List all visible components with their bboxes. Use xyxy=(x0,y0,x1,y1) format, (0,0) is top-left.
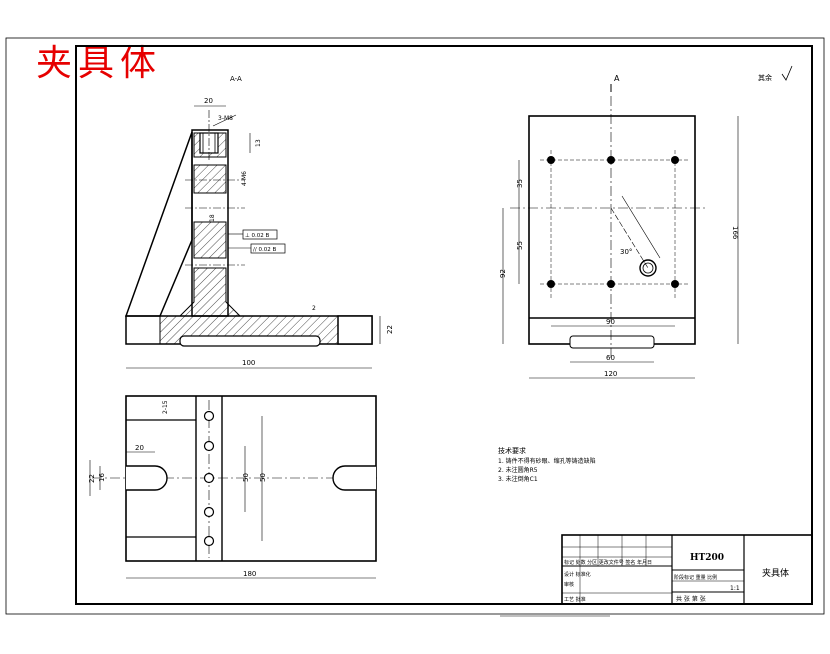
section-view-a-a: A-A 20 3-M8 13 4-M6 18 ⊥ 0.02 B xyxy=(124,75,394,369)
support-rib xyxy=(124,131,193,317)
side-hole-1 xyxy=(547,156,555,164)
side-hole-2 xyxy=(607,156,615,164)
tb-stage-row: 阶段标记 重量 比例 xyxy=(674,574,717,581)
wall-hatch-mid2 xyxy=(193,221,227,259)
dim-holes-m6: 4-M6 xyxy=(241,171,248,186)
top-hole-3 xyxy=(203,472,215,484)
tolerance-box-1 xyxy=(242,229,278,240)
section-label: A-A xyxy=(230,75,242,83)
tb-scale: 1:1 xyxy=(730,585,740,592)
roughness-symbol xyxy=(781,65,793,81)
tech-req-item-3: 3. 未注倒角C1 xyxy=(498,475,538,483)
side-hole-6 xyxy=(671,280,679,288)
side-outline xyxy=(528,115,696,345)
dim-depth: 13 xyxy=(255,139,262,147)
dim-55: 55 xyxy=(516,241,524,250)
dim-35: 35 xyxy=(516,179,524,188)
outer-sheet-border xyxy=(5,37,825,615)
tolerance-box-2 xyxy=(250,243,286,254)
dim-50b: 50 xyxy=(259,473,267,482)
tb-process-row: 工艺 批准 xyxy=(564,596,586,603)
top-hole-4 xyxy=(203,506,215,518)
dim-thread-top: 3-M8 xyxy=(218,115,233,122)
dim-120: 120 xyxy=(604,370,617,378)
left-u-slot xyxy=(126,465,168,491)
roughness-note: 其余 xyxy=(758,73,772,82)
tb-approve-row: 审核 xyxy=(564,581,574,588)
top-hole-1 xyxy=(203,410,215,422)
top-hole-5 xyxy=(203,535,215,547)
wall-hatch-mid1 xyxy=(193,164,227,194)
tolerance-text-2: // 0.02 B xyxy=(253,247,276,253)
tech-req-item-1: 1. 铸件不得有砂眼、缩孔等铸造缺陷 xyxy=(498,457,596,465)
top-view: 50 50 180 20 16 22 2-15 xyxy=(88,395,380,579)
title-block: 标记 处数 分区 更改文件号 签名 年月日 设计 标准化 审核 工艺 批准 HT… xyxy=(561,534,813,605)
side-view: A 30° 35 55 92 166 90 60 xyxy=(499,65,793,379)
dim-180: 180 xyxy=(243,570,256,578)
drawing-title: 夹具体 xyxy=(36,43,163,84)
technical-requirements: 技术要求 1. 铸件不得有砂眼、缩孔等铸造缺陷 2. 未注圆角R5 3. 未注倒… xyxy=(498,446,596,483)
side-hole-4 xyxy=(547,280,555,288)
dim-92: 92 xyxy=(499,269,507,278)
dim-top-width: 20 xyxy=(204,97,213,105)
dim-base-length: 100 xyxy=(242,359,255,367)
dim-angle: 30° xyxy=(620,248,632,256)
dim-bore: 18 xyxy=(209,214,216,222)
inner-drawing-frame xyxy=(75,45,813,605)
tb-part-name: 夹具体 xyxy=(762,567,789,579)
tolerance-text-1: ⊥ 0.02 B xyxy=(245,233,270,239)
tb-material: HT200 xyxy=(690,553,724,563)
dim-2-15: 2-15 xyxy=(162,400,169,414)
dim-90: 90 xyxy=(606,318,615,326)
base-right-step xyxy=(337,315,373,345)
tech-req-heading: 技术要求 xyxy=(498,446,526,455)
dim-20b: 20 xyxy=(135,444,144,452)
side-angled-bore xyxy=(639,259,657,277)
side-slot xyxy=(569,335,655,349)
dim-166: 166 xyxy=(731,226,739,240)
dim-50a: 50 xyxy=(242,473,250,482)
dim-chamfer: 2 xyxy=(312,305,316,312)
side-hole-5 xyxy=(607,280,615,288)
dim-22b: 22 xyxy=(88,474,96,483)
tb-sheet-row: 共 张 第 张 xyxy=(676,595,706,603)
dim-60: 60 xyxy=(606,354,615,362)
base-slot xyxy=(179,335,321,347)
wall-hatch-bottom xyxy=(178,267,242,317)
tech-req-item-2: 2. 未注圆角R5 xyxy=(498,466,538,474)
dim-base-thickness: 22 xyxy=(386,325,394,334)
side-hole-3 xyxy=(671,156,679,164)
right-u-slot xyxy=(332,465,376,491)
top-hole-2 xyxy=(203,440,215,452)
view-arrow-label: A xyxy=(614,74,620,83)
tb-header-row: 标记 处数 分区 更改文件号 签名 年月日 xyxy=(564,559,652,566)
tb-design-row: 设计 标准化 xyxy=(564,571,591,578)
dim-slot-16: 16 xyxy=(98,473,106,482)
